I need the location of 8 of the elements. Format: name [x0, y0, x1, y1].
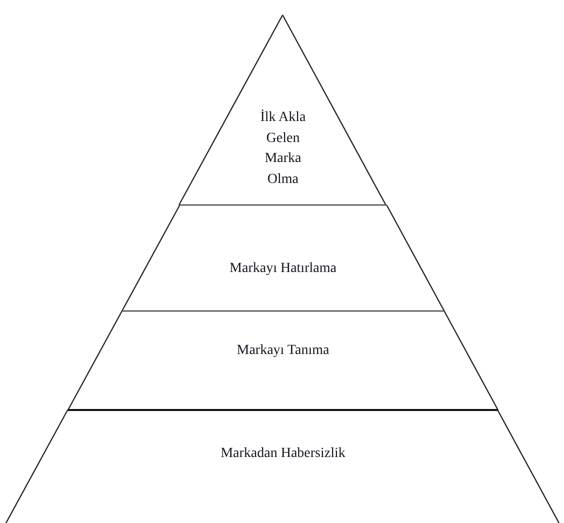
- pyramid-level: [122, 205, 444, 311]
- level-label: Markayı Tanıma: [236, 342, 330, 360]
- level-label: Markayı Hatırlama: [230, 260, 336, 278]
- pyramid-level: [6, 410, 559, 523]
- pyramid-level: [179, 15, 386, 205]
- level-label: Markadan Habersizlik: [220, 444, 346, 463]
- level-label: İlk Akla Gelen Marka Olma: [259, 108, 307, 188]
- pyramid-level: [68, 311, 498, 410]
